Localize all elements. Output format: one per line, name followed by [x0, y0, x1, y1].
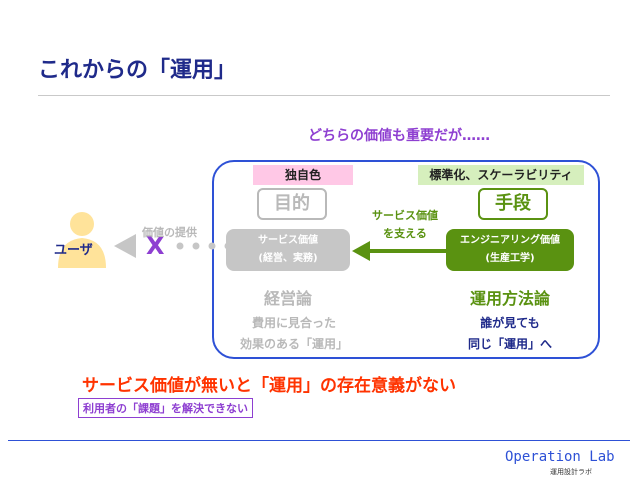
value-arrow-dots: [176, 242, 232, 250]
footer-brand: Operation Lab: [505, 449, 615, 465]
engineering-value-card-sub: (生産工学): [485, 253, 535, 264]
tag-uniqueness: 独自色: [253, 165, 353, 185]
operation-methodology: 運用方法論: [469, 289, 550, 308]
value-frame: [212, 160, 600, 359]
title-divider: [38, 95, 610, 96]
blocked-cross: X: [146, 232, 165, 260]
engineering-value-card-title: エンジニアリング価値: [460, 235, 560, 246]
support-label: サービス価値 を支える: [360, 207, 450, 243]
support-label-line1: サービス価値: [372, 209, 438, 222]
management-desc-line1: 費用に見合った: [251, 316, 336, 330]
management-description: 費用に見合った 効果のある「運用」: [222, 313, 366, 355]
footer-subtitle: 運用設計ラボ: [550, 468, 592, 476]
service-value-card-title: サービス価値: [258, 235, 318, 246]
page-title: これからの「運用」: [38, 58, 237, 83]
value-offer-label: 価値の提供: [142, 226, 197, 239]
management-theory: 経営論: [263, 289, 312, 308]
means-box: 手段: [478, 188, 548, 220]
purpose-box: 目的: [257, 188, 327, 220]
methodology-description: 誰が見ても 同じ「運用」へ: [446, 313, 574, 355]
conclusion-text: サービス価値が無いと「運用」の存在意義がない: [82, 376, 456, 396]
tag-standardization: 標準化、スケーラビリティ: [418, 165, 584, 185]
support-label-line2: を支える: [383, 227, 427, 240]
sub-note: 利用者の「課題」を解決できない: [78, 398, 253, 418]
value-arrow-head: [114, 234, 136, 258]
methodology-desc-line1: 誰が見ても: [480, 316, 540, 330]
service-value-card: サービス価値 (経営、実務): [226, 229, 350, 271]
user-figure: [58, 212, 106, 268]
management-desc-line2: 効果のある「運用」: [239, 337, 348, 351]
engineering-value-card: エンジニアリング価値 (生産工学): [446, 229, 574, 271]
service-value-card-sub: (経営、実務): [258, 253, 318, 264]
user-label: ユーザ: [54, 243, 93, 258]
footer-divider: [8, 440, 630, 441]
support-arrow-head: [352, 241, 370, 261]
top-note: どちらの価値も重要だが……: [308, 128, 490, 144]
methodology-desc-line2: 同じ「運用」へ: [467, 337, 552, 351]
